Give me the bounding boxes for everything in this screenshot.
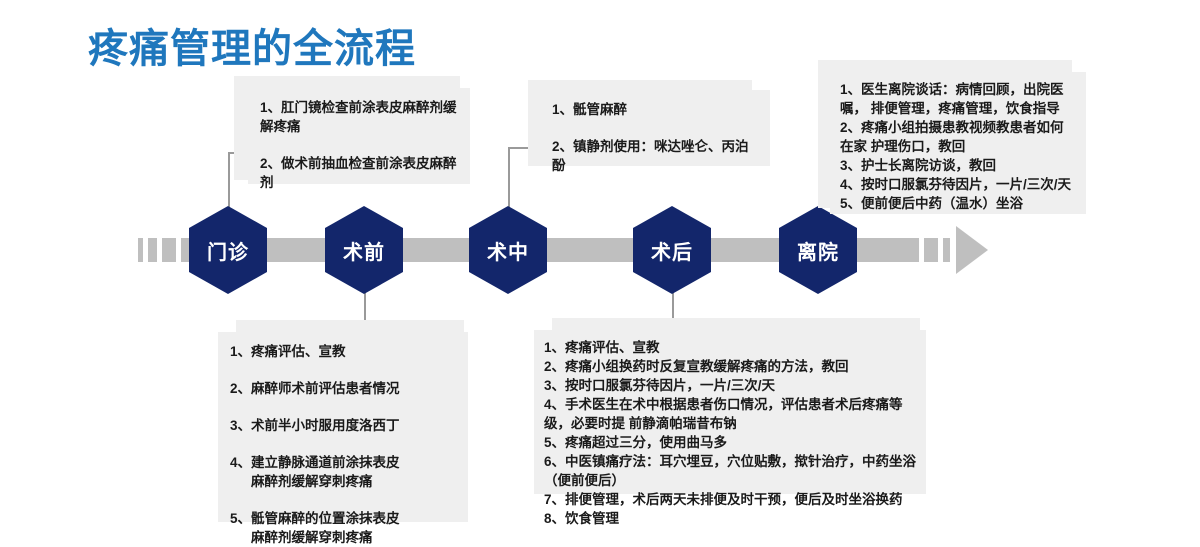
- connector-outpatient: [228, 152, 230, 230]
- timeline-node-discharge[interactable]: 离院: [779, 206, 857, 294]
- timeline-node-label: 门诊: [207, 241, 249, 264]
- callout-preop: 1、疼痛评估、宣教 2、麻醉师术前评估患者情况 3、术前半小时服用度洛西丁 4、…: [218, 332, 468, 545]
- callout-item: 3、按时口服氯芬待因片，一片/三次/天: [544, 378, 776, 393]
- connector-postop: [672, 288, 674, 330]
- callout-discharge: 1、医生离院谈话：病情回顾，出院医嘱， 排便管理，疼痛管理，饮食指导 2、疼痛小…: [830, 72, 1086, 214]
- callout-item: 7、排便管理，术后两天未排便及时干预，便后及时坐浴换药: [544, 492, 903, 507]
- page-title: 疼痛管理的全流程: [88, 27, 416, 71]
- callout-item-text: 4、手术医生在术中根据患者伤口情况，评估患者术后疼痛等级，必要时提: [544, 397, 903, 431]
- callout-item: 2、疼痛小组换药时反复宣教缓解疼痛的方法，教回: [544, 359, 849, 374]
- callout-item-continuation: 护理伤口，教回: [870, 139, 966, 154]
- callout-item-text: 2、疼痛小组拍摄患教视频教患者如何在家: [840, 120, 1064, 154]
- timeline-node-intraop[interactable]: 术中: [469, 206, 547, 294]
- callout-item: 4、建立静脉通道前涂抹表皮 麻醉剂缓解穿刺疼痛: [230, 453, 456, 491]
- callout-item: 2、麻醉师术前评估患者情况: [230, 381, 400, 396]
- callout-item: 4、按时口服氯芬待因片，一片/三次/天: [840, 177, 1072, 192]
- callout-item-continuation: 前静滴帕瑞昔布钠: [628, 416, 737, 431]
- callout-item: 6、中医镇痛疗法：耳穴埋豆，穴位贴敷，揿针治疗，中药坐浴（便前便后）: [544, 454, 917, 488]
- callout-item-continuation: 麻醉剂缓解穿刺疼痛: [251, 530, 373, 545]
- arrow-dash-6: [943, 238, 950, 262]
- callout-item-text: 4、建立静脉通道前涂抹表皮: [230, 455, 400, 470]
- callout-item: 1、肛门镜检查前涂表皮麻醉剂缓解疼痛: [260, 100, 457, 134]
- timeline-node-label: 离院: [797, 241, 839, 264]
- callout-outpatient: 1、肛门镜检查前涂表皮麻醉剂缓解疼痛 2、做术前抽血检查前涂表皮麻醉剂: [248, 88, 470, 190]
- callout-item: 5、疼痛超过三分，使用曲马多: [544, 435, 728, 450]
- callout-item: 1、医生离院谈话：病情回顾，出院医嘱， 排便管理，疼痛管理，饮食指导: [840, 80, 1076, 118]
- timeline-node-label: 术后: [651, 241, 693, 264]
- arrow-dash-5: [924, 238, 938, 262]
- timeline-node-preop[interactable]: 术前: [325, 206, 403, 294]
- timeline-node-outpatient[interactable]: 门诊: [189, 206, 267, 294]
- callout-item-text: 5、骶管麻醉的位置涂抹表皮: [230, 511, 400, 526]
- arrow-head-icon: [956, 226, 988, 274]
- arrow-dash-1: [138, 238, 143, 262]
- callout-item: 2、疼痛小组拍摄患教视频教患者如何在家 护理伤口，教回: [840, 118, 1076, 156]
- connector-intraop-elbow: [508, 147, 530, 149]
- callout-item: 2、镇静剂使用：咪达唑仑、丙泊酚: [552, 139, 749, 173]
- timeline-node-postop[interactable]: 术后: [633, 206, 711, 294]
- callout-postop: 1、疼痛评估、宣教 2、疼痛小组换药时反复宣教缓解疼痛的方法，教回 3、按时口服…: [534, 330, 926, 526]
- callout-item: 4、手术医生在术中根据患者伤口情况，评估患者术后疼痛等级，必要时提 前静滴帕瑞昔…: [544, 395, 916, 433]
- callout-item: 1、骶管麻醉: [552, 102, 628, 117]
- callout-intraop: 1、骶管麻醉 2、镇静剂使用：咪达唑仑、丙泊酚: [540, 90, 770, 173]
- callout-item: 5、便前便后中药（温水）坐浴: [840, 196, 1024, 211]
- timeline-node-label: 术前: [343, 241, 385, 264]
- connector-preop: [364, 288, 366, 334]
- arrow-dash-3: [162, 238, 176, 262]
- connector-intraop: [508, 147, 510, 229]
- callout-item: 1、疼痛评估、宣教: [230, 344, 346, 359]
- callout-item: 2、做术前抽血检查前涂表皮麻醉剂: [260, 156, 457, 190]
- timeline-node-label: 术中: [487, 241, 529, 264]
- callout-item-text: 1、医生离院谈话：病情回顾，出院医嘱，: [840, 82, 1064, 116]
- callout-item: 5、骶管麻醉的位置涂抹表皮 麻醉剂缓解穿刺疼痛: [230, 509, 456, 547]
- callout-item: 3、术前半小时服用度洛西丁: [230, 418, 400, 433]
- callout-item: 3、护士长离院访谈，教回: [840, 158, 997, 173]
- arrow-dash-2: [148, 238, 157, 262]
- callout-item: 8、饮食管理: [544, 511, 620, 526]
- callout-item-continuation: 麻醉剂缓解穿刺疼痛: [251, 474, 373, 489]
- callout-item-continuation: 排便管理，疼痛管理，饮食指导: [870, 101, 1060, 116]
- callout-item: 1、疼痛评估、宣教: [544, 340, 660, 355]
